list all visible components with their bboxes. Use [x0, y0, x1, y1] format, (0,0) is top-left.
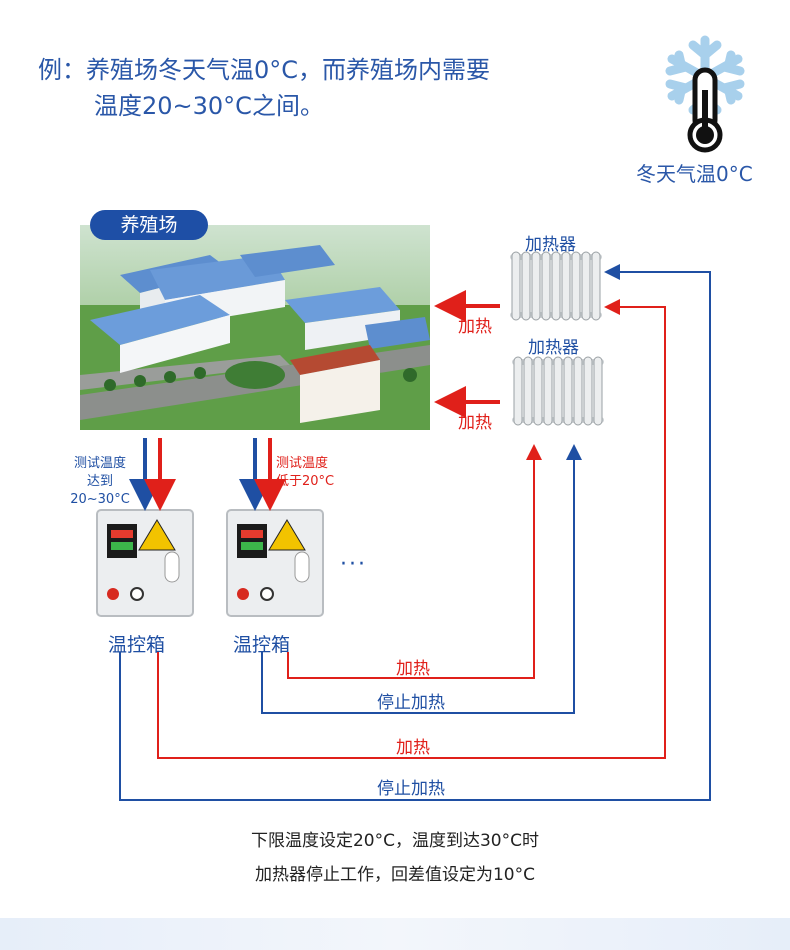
- wire-label-outer-heat: 加热: [396, 738, 430, 758]
- wire-label-inner-stop: 停止加热: [377, 693, 445, 713]
- farm-to-controller-arrows: [129, 438, 286, 511]
- wire-outer-heat: [157, 299, 666, 759]
- cold-label: 冬天气温0°C: [636, 162, 753, 186]
- controller-label-left: 温控箱: [108, 634, 166, 656]
- footer-band: [0, 918, 790, 950]
- outer-wires: [119, 264, 711, 801]
- heater-to-farm-arrows: [434, 290, 500, 418]
- wire-label-inner-heat: 加热: [396, 659, 430, 679]
- example-text: 例：养殖场冬天气温0°C，而养殖场内需要 温度20~30°C之间。: [38, 52, 578, 124]
- radiator-icon-bottom: [512, 356, 604, 426]
- note-left-line-1: 测试温度: [73, 456, 126, 471]
- wire-inner-stop: [261, 444, 582, 714]
- heat-label-bottom: 加热: [458, 413, 492, 433]
- note-right: 测试温度 低于20°C: [276, 455, 334, 491]
- example-line-1: 例：养殖场冬天气温0°C，而养殖场内需要: [38, 56, 491, 84]
- farm-badge: 养殖场: [90, 210, 208, 240]
- bottom-line-1: 下限温度设定20°C，温度到达30°C时: [250, 831, 539, 851]
- note-left: 测试温度 达到20~30°C: [60, 455, 140, 509]
- heater-label-bottom: 加热器: [528, 338, 579, 358]
- note-left-line-2: 达到20~30°C: [70, 474, 130, 507]
- wire-outer-stop: [119, 264, 711, 801]
- wire-label-outer-stop: 停止加热: [377, 779, 445, 799]
- example-line-2: 温度20~30°C之间。: [94, 92, 324, 120]
- bottom-line-2: 加热器停止工作，回差值设定为10°C: [254, 865, 535, 885]
- controller-label-right: 温控箱: [233, 634, 291, 656]
- wire-inner-heat: [287, 444, 542, 679]
- control-box-right: [226, 509, 324, 617]
- control-box-left: [96, 509, 194, 617]
- farm-image: [80, 225, 430, 430]
- inner-wires: [261, 444, 582, 714]
- note-right-line-1: 测试温度: [276, 456, 329, 471]
- note-right-line-2: 低于20°C: [276, 474, 335, 489]
- more-controllers-ellipsis: ···: [340, 552, 367, 577]
- radiator-icon-top: [510, 251, 602, 321]
- cold-thermometer-icon: [665, 35, 745, 153]
- heat-label-top: 加热: [458, 317, 492, 337]
- thermometer-icon: [687, 67, 723, 153]
- heater-label-top: 加热器: [525, 235, 576, 255]
